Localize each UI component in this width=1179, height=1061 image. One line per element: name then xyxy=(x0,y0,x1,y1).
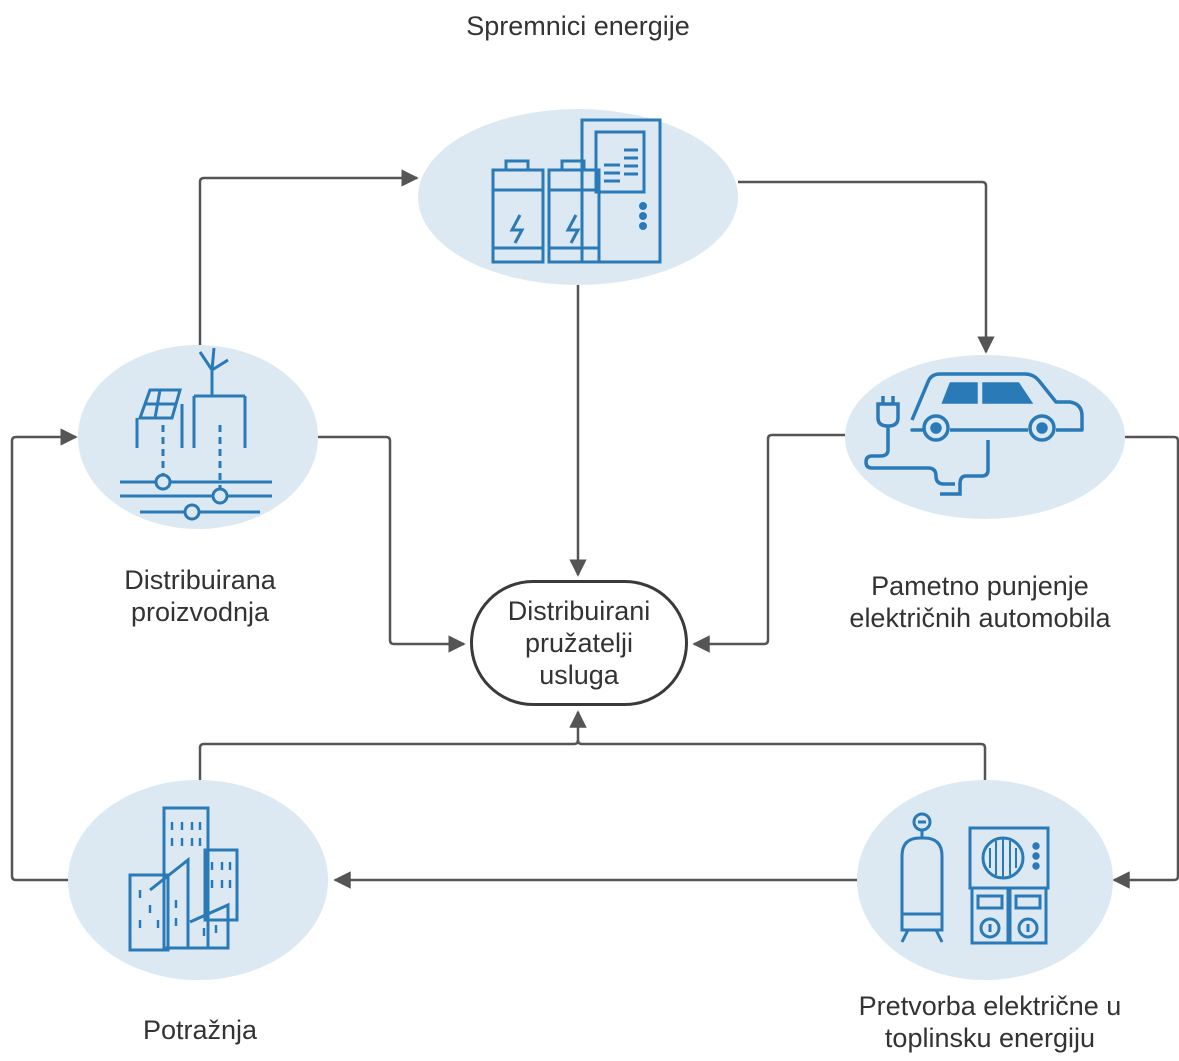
heat-label-line-1: Pretvorba električne u xyxy=(858,991,1122,1021)
demand-label: Potražnja xyxy=(142,1015,258,1045)
electric-car-charging-icon xyxy=(864,372,1084,496)
center-label-line-1: Distribuirani xyxy=(507,596,651,626)
ev-label-line-1: Pametno punjenje xyxy=(871,571,1089,601)
distributed-service-providers-box: Distribuirani pružatelji usluga xyxy=(470,580,688,706)
center-label-line-2: pružatelji xyxy=(524,628,634,658)
arrow-demand-to-generation xyxy=(10,428,78,882)
heat-circle xyxy=(857,780,1113,980)
battery-storage-icon xyxy=(491,118,662,264)
generation-label: Distribuirana proizvodnja xyxy=(60,564,340,628)
storage-circle xyxy=(418,109,738,285)
generation-label-line-1: Distribuirana xyxy=(124,565,276,595)
arrow-generation-to-center xyxy=(318,435,466,653)
center-label-line-3: usluga xyxy=(539,660,619,690)
demand-circle xyxy=(68,780,328,980)
arrow-demand-to-center xyxy=(198,710,587,782)
arrow-generation-to-storage xyxy=(198,169,419,345)
arrow-storage-to-ev xyxy=(738,180,995,354)
city-buildings-icon xyxy=(128,806,239,952)
arrow-heat-to-center xyxy=(576,739,987,780)
solar-wind-generation-icon xyxy=(120,347,272,521)
arrow-ev-to-center xyxy=(692,433,845,653)
heat-label-line-2: toplinsku energiju xyxy=(884,1023,1096,1053)
heat-label: Pretvorba električne u toplinsku energij… xyxy=(820,990,1160,1054)
generation-label-line-2: proizvodnja xyxy=(130,597,270,627)
ev-label-line-2: električnih automobila xyxy=(849,603,1111,633)
heat-pump-icon xyxy=(900,812,1050,945)
ev-circle xyxy=(845,355,1125,519)
arrow-ev-to-heat xyxy=(1112,435,1179,889)
generation-circle xyxy=(78,345,318,529)
storage-label: Spremnici energije xyxy=(466,11,690,41)
ev-label: Pametno punjenje električnih automobila xyxy=(810,570,1150,634)
